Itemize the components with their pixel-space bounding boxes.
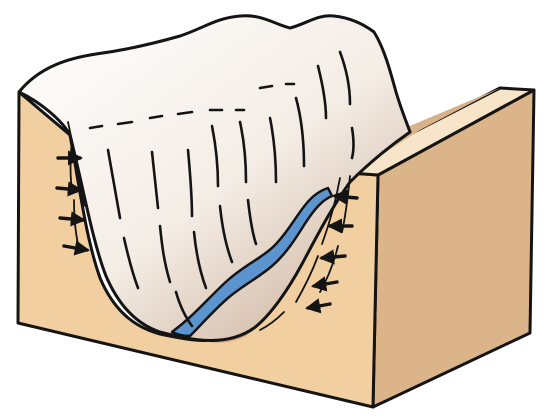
arrow-right-icon xyxy=(60,218,83,220)
arrow-right-icon xyxy=(57,188,80,190)
arrow-left-icon xyxy=(322,256,345,258)
arrow-left-icon xyxy=(335,196,357,198)
